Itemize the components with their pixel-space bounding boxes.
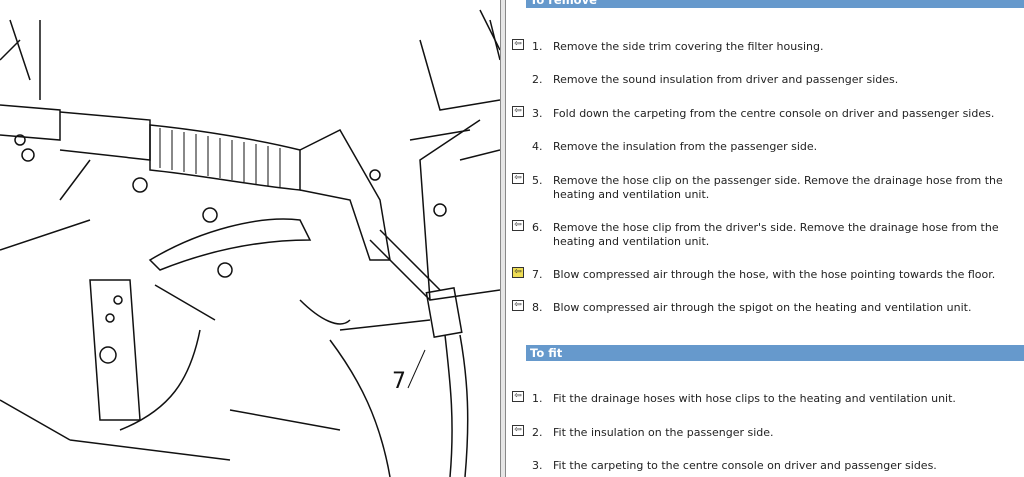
step-number: 1. — [532, 392, 543, 405]
step-number: 3. — [532, 459, 543, 472]
link-icon[interactable]: ⇦ — [512, 106, 524, 117]
link-icon[interactable]: ⇦ — [512, 391, 524, 402]
step-text: Fit the insulation on the passenger side… — [553, 426, 774, 439]
step-text: Remove the sound insulation from driver … — [553, 73, 899, 86]
step-number: 7. — [532, 268, 543, 281]
illustration-drainage-hose: 7 — [0, 9, 500, 477]
callout-label: 7 — [392, 369, 406, 394]
step-number: 1. — [532, 40, 543, 53]
step-text: Remove the side trim covering the filter… — [553, 40, 824, 53]
link-icon[interactable]: ⇦ — [512, 39, 524, 50]
step-number: 2. — [532, 426, 543, 439]
step-text: Blow compressed air through the hose, wi… — [553, 268, 996, 281]
step-number: 2. — [532, 73, 543, 86]
step-text: Remove the hose clip from the driver's s… — [553, 221, 999, 248]
pane-splitter[interactable] — [500, 0, 506, 477]
step-text: Blow compressed air through the spigot o… — [553, 301, 972, 314]
link-icon[interactable]: ⇦ — [512, 220, 524, 231]
step-number: 6. — [532, 221, 543, 234]
step-number: 3. — [532, 107, 543, 120]
link-icon-highlighted[interactable]: ⇦ — [512, 267, 524, 278]
step-text: Fit the carpeting to the centre console … — [553, 459, 937, 472]
step-text: Remove the hose clip on the passenger si… — [553, 174, 1003, 201]
section-header-to-remove: To remove — [526, 0, 1024, 8]
link-icon[interactable]: ⇦ — [512, 173, 524, 184]
instructions-panel: To remove ⇦ 1. Remove the side trim coveri… — [507, 0, 1024, 477]
step-number: 5. — [532, 174, 543, 187]
step-text: Remove the insulation from the passenger… — [553, 140, 818, 153]
step-number: 4. — [532, 140, 543, 153]
link-icon[interactable]: ⇦ — [512, 300, 524, 311]
link-icon[interactable]: ⇦ — [512, 425, 524, 436]
step-text: Fold down the carpeting from the centre … — [553, 107, 995, 120]
step-number: 8. — [532, 301, 543, 314]
section-header-to-fit: To fit — [526, 345, 1024, 361]
step-text: Fit the drainage hoses with hose clips t… — [553, 392, 956, 405]
